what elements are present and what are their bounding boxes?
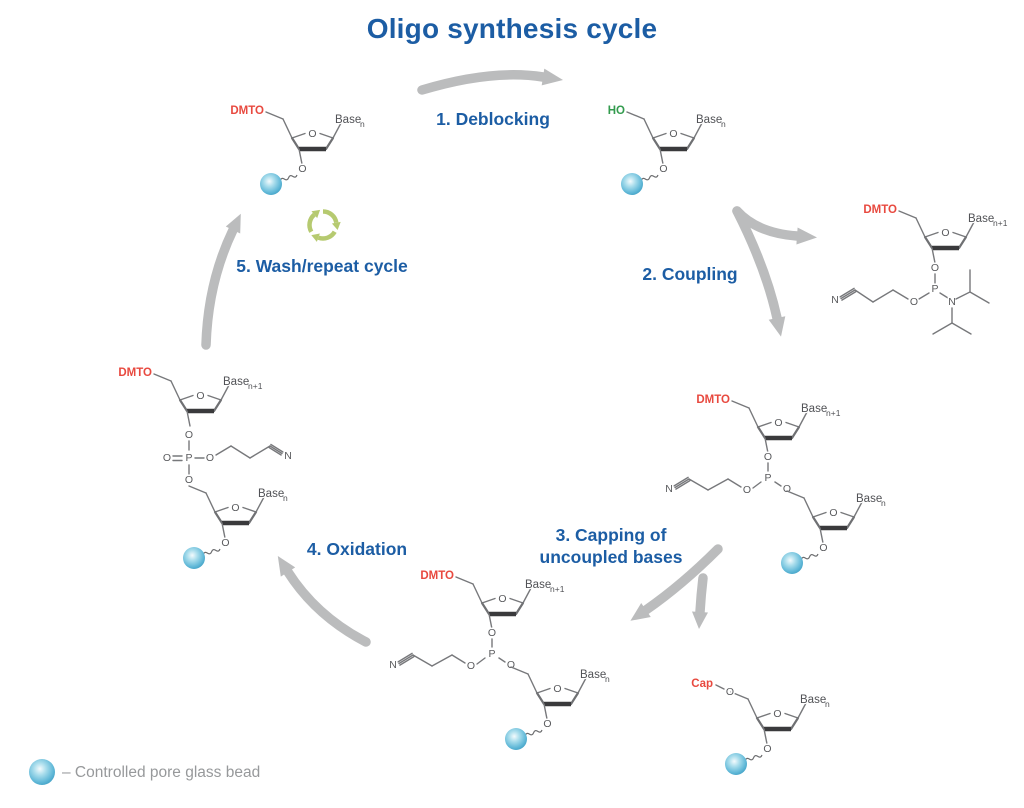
atom-label-o: O <box>910 296 918 308</box>
step-label-oxidation: 4. Oxidation <box>306 539 408 559</box>
structure-oxidized-dimer-phosphate: DMTO Base n+1 O P O O N O Base n <box>117 366 293 571</box>
arrow-capping-down <box>692 573 708 629</box>
arrow-capping-left <box>630 544 723 621</box>
base-label: Base <box>800 694 826 706</box>
cap-group-label: Cap <box>691 678 713 690</box>
step-label-wash-repeat: 5. Wash/repeat cycle <box>236 256 408 276</box>
structure-coupled-dimer-phosphite-bottom <box>389 570 610 750</box>
dmt-group-label: DMTO <box>230 105 264 117</box>
recycle-icon <box>307 209 341 242</box>
step-label-coupling: 2. Coupling <box>642 264 738 284</box>
atom-label-n: N <box>831 294 839 306</box>
base-label: Base <box>258 488 284 500</box>
base-subscript: n <box>825 699 830 709</box>
atom-label-o: O <box>185 429 193 441</box>
atom-label-n: N <box>948 296 956 308</box>
base-subscript: n <box>721 119 726 129</box>
base-subscript: n <box>283 493 288 503</box>
atom-label-o: O <box>931 262 939 274</box>
dmt-group-label: DMTO <box>118 367 152 379</box>
arrow-deblocking <box>417 68 563 95</box>
atom-label-o: O <box>726 686 734 698</box>
base-label: Base <box>968 213 994 225</box>
atom-label-o: O <box>185 474 193 486</box>
base-label: Base <box>223 376 249 388</box>
step-label-capping: 3. Capping of uncoupled bases <box>540 524 683 568</box>
structure-coupled-dimer-phosphite-right <box>665 394 886 574</box>
base-subscript: n+1 <box>993 218 1008 228</box>
base-subscript: n <box>360 119 365 129</box>
atom-label-n: N <box>284 450 292 462</box>
diagram-title: Oligo synthesis cycle <box>366 13 658 44</box>
arrow-wash-repeat <box>201 213 241 350</box>
step-label-capping-line1: 3. Capping of <box>555 525 667 545</box>
structure-deblocked-nucleoside: HO Base n <box>607 104 726 197</box>
arrow-oxidation <box>277 556 371 647</box>
atom-label-o: O <box>206 452 214 464</box>
dmt-group-label: DMTO <box>863 204 897 216</box>
legend-glass-bead-icon <box>29 759 55 785</box>
arrow-coupling-down <box>732 206 786 337</box>
structure-phosphoramidite-monomer: DMTO Base n+1 O P N O N <box>830 203 1008 335</box>
base-subscript: n+1 <box>248 381 263 391</box>
base-label: Base <box>335 114 361 126</box>
hydroxyl-label: HO <box>608 105 625 117</box>
atom-label-p: P <box>185 452 192 464</box>
base-label: Base <box>696 114 722 126</box>
step-label-capping-line2: uncoupled bases <box>539 547 683 567</box>
legend-label: – Controlled pore glass bead <box>62 764 261 781</box>
structure-capped-nucleoside: O Cap Base n <box>690 677 830 777</box>
atom-label-p: P <box>931 283 938 295</box>
step-label-deblocking: 1. Deblocking <box>436 109 550 129</box>
structure-dmt-protected-nucleoside: DMTO Base n <box>229 104 365 197</box>
atom-label-o: O <box>163 452 171 464</box>
